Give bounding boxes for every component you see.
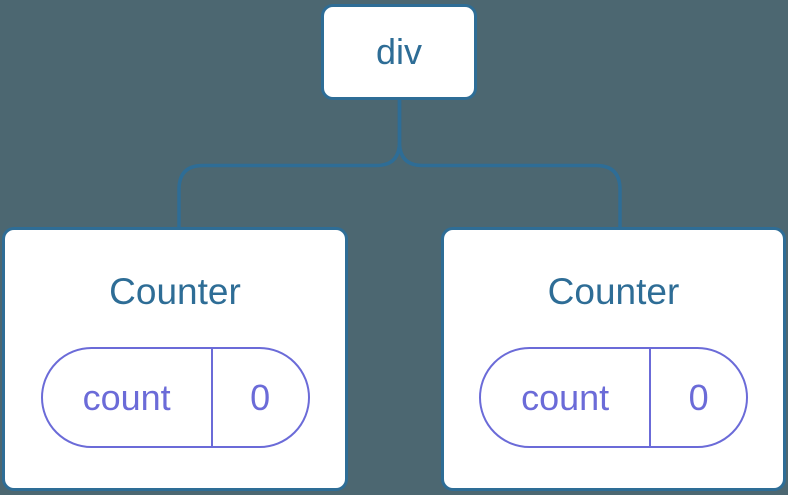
pill-divider <box>649 349 652 446</box>
state-key-label: count <box>521 376 610 418</box>
connector-left-branch <box>177 97 402 230</box>
counter-card-left: Counter count 0 <box>2 227 348 491</box>
pill-divider <box>210 349 213 446</box>
root-node-label: div <box>375 31 423 72</box>
counter-card-right-title: Counter <box>547 271 680 312</box>
counter-card-left-title: Counter <box>109 271 241 312</box>
state-key-label: count <box>82 376 171 418</box>
root-node-div: div <box>321 4 477 100</box>
counter-card-right: Counter count 0 <box>441 227 786 491</box>
connector-right-branch <box>397 97 622 230</box>
state-value: 0 <box>250 376 271 418</box>
counter-card-right-state-pill: count 0 <box>479 347 748 448</box>
counter-card-left-state-pill: count 0 <box>40 347 310 448</box>
state-value: 0 <box>688 376 709 418</box>
